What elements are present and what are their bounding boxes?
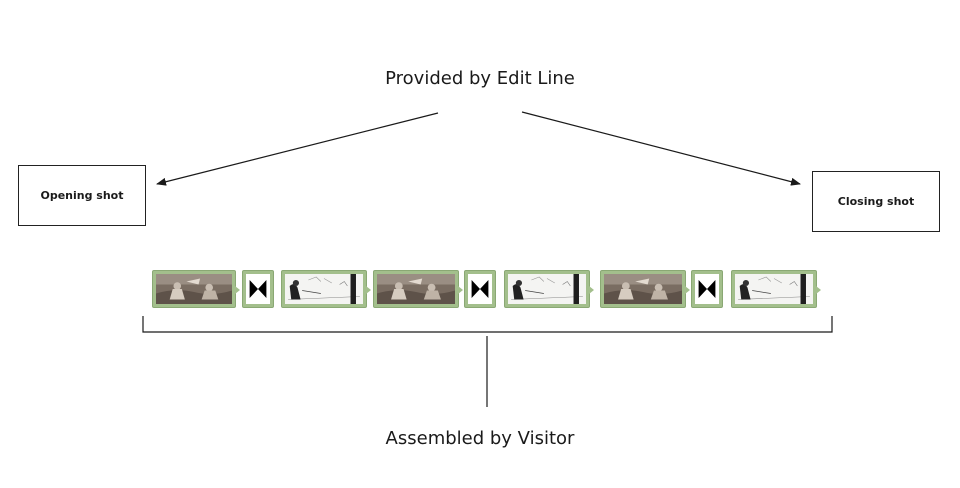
- sequence-bracket: [142, 316, 833, 333]
- bowtie-transition-icon: [695, 274, 719, 304]
- bowtie-transition-icon: [468, 274, 492, 304]
- transition-block: [242, 270, 274, 308]
- video-clip: [600, 270, 690, 308]
- bowtie-transition-icon: [246, 274, 270, 304]
- provided-by-label: Provided by Edit Line: [385, 68, 575, 89]
- sepia-scene-icon: [156, 274, 232, 304]
- video-clip: [281, 270, 371, 308]
- sepia-scene-icon: [377, 274, 455, 304]
- assembled-by-label: Assembled by Visitor: [385, 428, 575, 449]
- opening-shot-box: Opening shot: [18, 165, 146, 226]
- video-clip: [152, 270, 240, 308]
- opening-shot-label: Opening shot: [40, 189, 124, 202]
- closing-shot-label: Closing shot: [837, 195, 915, 208]
- arrow-to-closing-shot: [521, 111, 801, 186]
- sketch-scene-icon: [285, 274, 363, 304]
- arrow-to-opening-shot: [156, 112, 439, 186]
- sketch-scene-icon: [735, 274, 813, 304]
- transition-block: [691, 270, 723, 308]
- video-clip: [373, 270, 463, 308]
- video-clip: [504, 270, 594, 308]
- closing-shot-box: Closing shot: [812, 171, 940, 232]
- clip-sequence: [0, 270, 960, 308]
- video-clip: [731, 270, 821, 308]
- sketch-scene-icon: [508, 274, 586, 304]
- transition-block: [464, 270, 496, 308]
- sepia-scene-icon: [604, 274, 682, 304]
